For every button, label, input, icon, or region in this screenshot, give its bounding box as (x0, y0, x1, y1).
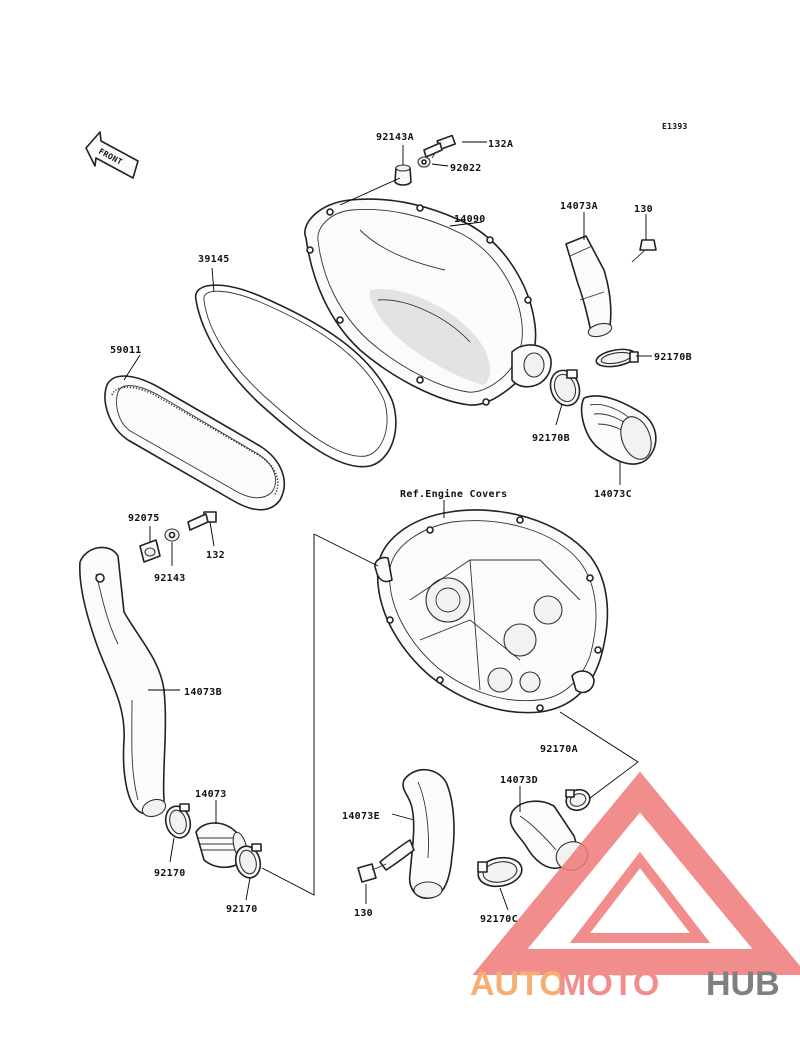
bolt-130-bottom (357, 863, 387, 883)
label-92170-a: 92170 (154, 868, 186, 879)
label-59011: 59011 (110, 345, 142, 356)
front-arrow-icon: FRONT (85, 131, 139, 179)
label-92170C: 92170C (480, 914, 518, 925)
label-14090: 14090 (454, 214, 486, 225)
label-92170A: 92170A (540, 744, 578, 755)
clamp-92170-a (164, 803, 192, 839)
watermark-moto: MOTO (558, 965, 659, 1003)
label-92022: 92022 (450, 163, 482, 174)
bolt-130-top (631, 239, 657, 263)
collar-92075 (139, 539, 161, 563)
bolt-132 (187, 511, 217, 531)
label-92143A: 92143A (376, 132, 414, 143)
label-ref-engine-covers: Ref.Engine Covers (400, 488, 507, 500)
clamp-92170C (477, 856, 523, 888)
label-14073D: 14073D (500, 775, 538, 786)
collar-92143A (394, 164, 412, 186)
watermark-auto: AUTO (470, 965, 566, 1003)
label-14073B: 14073B (184, 687, 222, 698)
washer-92022 (417, 156, 431, 168)
clamp-92170B-right (595, 348, 639, 368)
label-39145: 39145 (198, 254, 230, 265)
diagram-code: E1393 (662, 122, 688, 131)
washer-92143 (164, 528, 180, 542)
gasket-39145 (194, 284, 397, 468)
watermark-hub: HUB (706, 965, 780, 1003)
clamp-92170A (565, 788, 591, 812)
outer-cover-14090 (304, 198, 552, 406)
label-132A: 132A (488, 139, 513, 150)
label-14073A: 14073A (560, 201, 598, 212)
label-14073: 14073 (195, 789, 227, 800)
label-92075: 92075 (128, 513, 160, 524)
label-92143: 92143 (154, 573, 186, 584)
duct-14073A (565, 235, 613, 338)
label-92170B-right: 92170B (654, 352, 692, 363)
belt-59011 (104, 375, 285, 511)
label-92170-b: 92170 (226, 904, 258, 915)
clamp-92170-b (234, 843, 262, 879)
label-92170B-left: 92170B (532, 433, 570, 444)
duct-14073E (379, 768, 455, 899)
label-130-top: 130 (634, 204, 653, 215)
duct-14073B (79, 546, 167, 818)
label-14073C: 14073C (594, 489, 632, 500)
engine-cover-reference (374, 509, 609, 714)
label-132: 132 (206, 550, 225, 561)
duct-14073C (580, 395, 657, 465)
label-130-bottom: 130 (354, 908, 373, 919)
leader-lines (123, 141, 652, 911)
automotohub-watermark: AUTO MOTO HUB (470, 771, 800, 1003)
bolt-132A (423, 134, 457, 159)
label-14073E: 14073E (342, 811, 380, 822)
clamp-92170B-left (549, 369, 581, 407)
